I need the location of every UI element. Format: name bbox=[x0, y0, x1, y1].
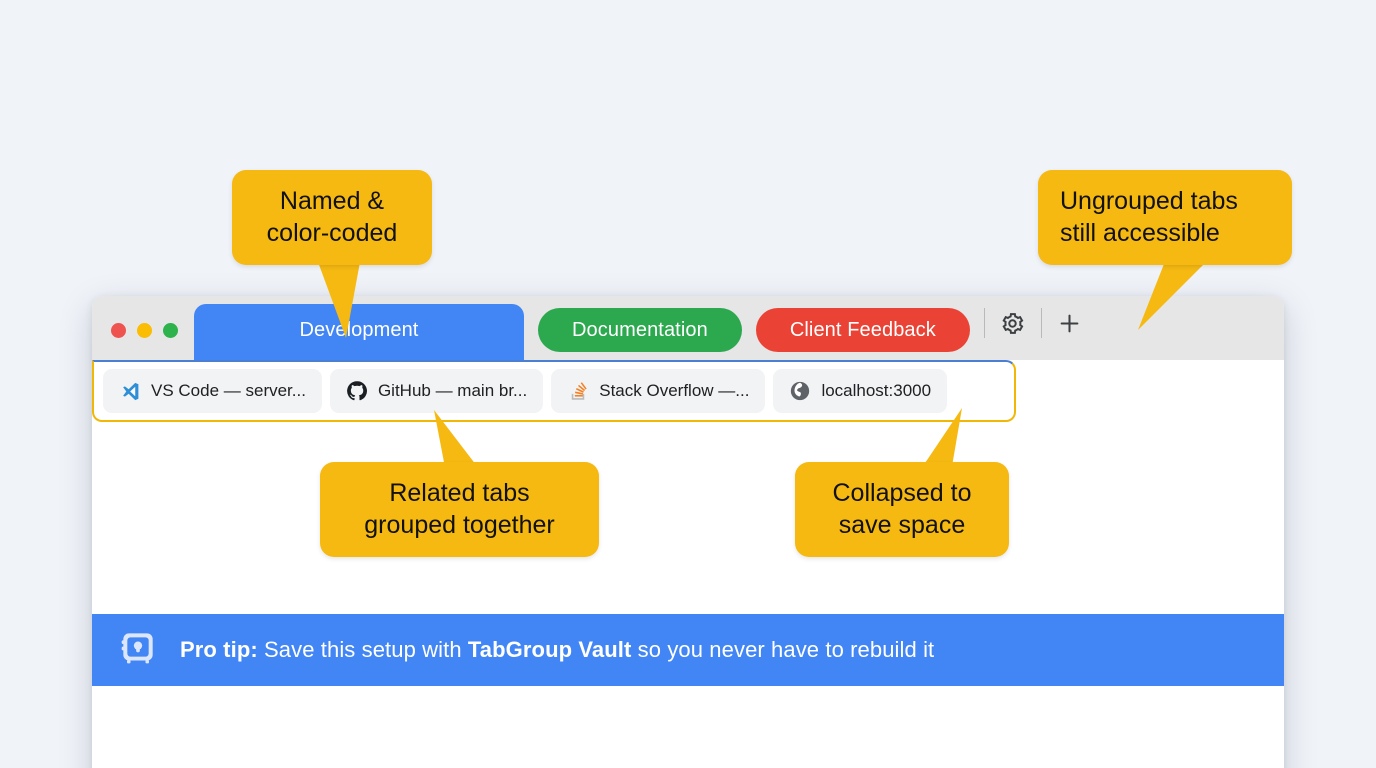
plus-icon bbox=[1060, 314, 1079, 332]
protip-text-before: Save this setup with bbox=[257, 637, 468, 662]
tab-chip-stackoverflow[interactable]: Stack Overflow —... bbox=[551, 369, 766, 413]
protip-text: Pro tip: Save this setup with TabGroup V… bbox=[180, 637, 934, 663]
settings-button[interactable] bbox=[985, 304, 1041, 342]
github-icon bbox=[346, 380, 368, 402]
callout-tail-named bbox=[318, 262, 360, 338]
tab-chip-vscode[interactable]: VS Code — server... bbox=[103, 369, 322, 413]
protip-banner: Pro tip: Save this setup with TabGroup V… bbox=[92, 614, 1284, 686]
callout-ungrouped-tabs: Ungrouped tabs still accessible bbox=[1038, 170, 1292, 265]
callout-related-tabs: Related tabs grouped together bbox=[320, 462, 599, 557]
browser-titlebar: Development Documentation Client Feedbac… bbox=[92, 296, 1284, 360]
tab-chip-title: localhost:3000 bbox=[821, 381, 932, 400]
tab-group-bar: Development Documentation Client Feedbac… bbox=[194, 296, 970, 360]
callout-tail-related bbox=[434, 410, 486, 478]
callout-line-2: save space bbox=[838, 510, 966, 539]
titlebar-actions bbox=[983, 296, 1098, 360]
callout-line-2: color-coded bbox=[266, 218, 398, 247]
callout-named-color-coded: Named & color-coded bbox=[232, 170, 432, 265]
tab-group-label: Client Feedback bbox=[789, 318, 936, 341]
page-content-lower bbox=[92, 686, 1284, 768]
vscode-icon bbox=[119, 380, 141, 402]
callout-line-1: Ungrouped tabs bbox=[1060, 187, 1238, 215]
protip-label: Pro tip: bbox=[180, 637, 258, 662]
callout-tail-collapsed bbox=[915, 408, 962, 478]
divider bbox=[983, 308, 985, 338]
tab-group-development[interactable]: Development bbox=[194, 304, 524, 360]
tab-group-label: Documentation bbox=[572, 318, 708, 341]
tab-group-client-feedback[interactable]: Client Feedback bbox=[755, 308, 970, 352]
callout-collapsed-save-space: Collapsed to save space bbox=[795, 462, 1009, 557]
gear-icon bbox=[1002, 312, 1024, 334]
protip-text-after: so you never have to rebuild it bbox=[631, 637, 935, 662]
tab-chip-title: Stack Overflow —... bbox=[599, 381, 750, 400]
callout-line-1: Named & bbox=[279, 187, 385, 215]
tab-chip-title: VS Code — server... bbox=[151, 381, 306, 400]
minimize-button[interactable] bbox=[137, 323, 152, 338]
tab-group-label: Development bbox=[299, 318, 419, 341]
maximize-button[interactable] bbox=[163, 323, 178, 338]
new-tab-button[interactable] bbox=[1042, 304, 1098, 342]
globe-icon bbox=[789, 380, 811, 402]
stackoverflow-icon bbox=[567, 380, 589, 402]
callout-tail-ungrouped bbox=[1138, 264, 1204, 330]
page-content-area bbox=[92, 422, 1284, 614]
divider bbox=[1040, 308, 1042, 338]
callout-line-1: Collapsed to bbox=[832, 479, 972, 507]
callout-line-1: Related tabs bbox=[389, 479, 530, 507]
tab-chip-localhost[interactable]: localhost:3000 bbox=[773, 369, 948, 413]
callout-line-2: still accessible bbox=[1060, 218, 1220, 247]
window-controls bbox=[92, 323, 194, 360]
tab-group-documentation[interactable]: Documentation bbox=[538, 308, 742, 352]
protip-product: TabGroup Vault bbox=[467, 637, 632, 662]
callout-line-2: grouped together bbox=[364, 510, 555, 539]
close-button[interactable] bbox=[111, 323, 126, 338]
browser-window: Development Documentation Client Feedbac… bbox=[92, 296, 1284, 768]
tab-group-strip: VS Code — server... GitHub — main br... bbox=[92, 360, 1016, 422]
tab-chip-title: GitHub — main br... bbox=[377, 381, 528, 400]
vault-lock-icon bbox=[118, 628, 158, 673]
tabstrip-container: VS Code — server... GitHub — main br... bbox=[92, 360, 1284, 422]
tab-chip-github[interactable]: GitHub — main br... bbox=[329, 369, 544, 413]
